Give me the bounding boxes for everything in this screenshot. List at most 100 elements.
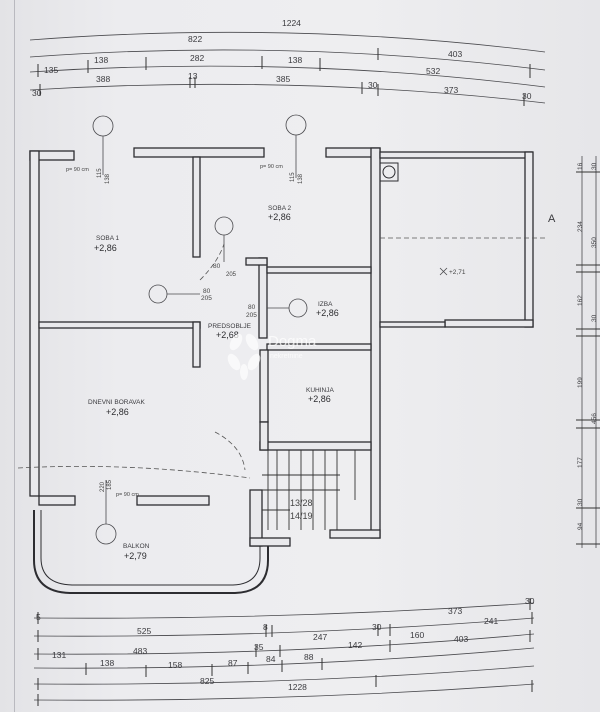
bottom-dim-line-1 <box>33 602 535 619</box>
window-marker-dnevni <box>95 523 117 545</box>
dim-right-30c: 30 <box>577 498 584 506</box>
top-dim-line-3 <box>29 65 546 88</box>
door-swing-3 <box>214 431 246 471</box>
dim-bot-88: 88 <box>304 652 314 662</box>
dim-bot-84: 84 <box>266 654 276 664</box>
dim-right-16: 16 <box>577 162 584 170</box>
top-dim-line-2 <box>29 49 546 71</box>
door-swing-dnevni <box>17 465 251 479</box>
door3-width: 80 <box>248 304 256 311</box>
dim-bot-825: 825 <box>200 676 214 686</box>
top-dim-line-4 <box>29 83 546 104</box>
dim-top-30b: 30 <box>368 80 378 90</box>
room-name-soba1: SOBA 1 <box>96 235 120 242</box>
dim-top-822: 822 <box>188 34 202 44</box>
dim-right-350: 350 <box>591 237 598 248</box>
dim-right-30a: 30 <box>591 162 598 170</box>
dim-top-1224: 1224 <box>282 18 301 28</box>
door3-height: 205 <box>246 312 257 319</box>
dim-bot-158: 158 <box>168 660 182 670</box>
room-level-soba1: +2,86 <box>94 243 117 253</box>
dim-bot-142: 142 <box>348 640 362 650</box>
section-label: A <box>548 213 556 225</box>
dim-bot-525: 525 <box>137 626 151 636</box>
bottom-dim-line-5 <box>33 665 535 685</box>
window-soba2-height: 138 <box>298 173 304 184</box>
window-marker-soba1 <box>92 115 114 137</box>
bottom-dim-line-6 <box>33 683 535 701</box>
dim-top-282: 282 <box>190 53 204 63</box>
window-soba2-sill: 115 <box>290 172 296 182</box>
bottom-dim-line-2 <box>33 617 535 637</box>
door-marker-1 <box>214 216 234 236</box>
dim-top-403: 403 <box>448 49 462 59</box>
room-level-soba2: +2,86 <box>268 212 291 222</box>
dim-top-385: 385 <box>276 74 290 84</box>
dim-bot-87: 87 <box>228 658 238 668</box>
window-soba1-height: 138 <box>105 173 111 184</box>
dim-bot-138: 138 <box>100 658 114 668</box>
room-name-soba2: SOBA 2 <box>268 205 292 212</box>
dim-top-30c: 30 <box>522 91 532 101</box>
door-marker-3 <box>288 298 308 318</box>
dim-top-138a: 138 <box>94 55 108 65</box>
room-level-kuhinja: +2,86 <box>308 394 331 404</box>
dim-right-177: 177 <box>577 457 584 468</box>
window-dnevni-a: 220 <box>100 481 106 492</box>
watermark-sub: nekretnine <box>270 353 303 360</box>
dim-bot-35: 35 <box>254 642 264 652</box>
dim-top-373: 373 <box>444 85 458 95</box>
dim-top-138b: 138 <box>288 55 302 65</box>
dim-top-13: 13 <box>188 71 198 81</box>
dim-bot-483: 483 <box>133 646 147 656</box>
balcony-outline <box>33 510 269 594</box>
room-name-predsoblje: PREDSOBLJE <box>208 323 252 330</box>
balcony-inner-outline <box>40 510 261 586</box>
window-note-soba2: p= 90 cm <box>260 164 283 170</box>
dim-bot-30b: 30 <box>372 622 382 632</box>
door-swing-1 <box>199 243 225 281</box>
dim-right-199: 199 <box>577 377 584 388</box>
dim-top-532: 532 <box>426 66 440 76</box>
dim-bot-1228: 1228 <box>288 682 307 692</box>
dim-right-162: 162 <box>577 295 584 306</box>
watermark: Dogma nekretnine <box>227 333 317 380</box>
room-level-balkon: +2,79 <box>124 551 147 561</box>
dim-bot-131: 131 <box>52 650 66 660</box>
right-dimensions: 16 30 234 350 162 30 199 177 456 30 94 <box>576 156 600 548</box>
window-soba1-sill: 115 <box>97 168 103 178</box>
dim-bot-373: 373 <box>448 606 462 616</box>
door-marker-2 <box>148 284 168 304</box>
top-dim-line-1 <box>29 31 546 53</box>
window-marker-soba2 <box>285 114 307 136</box>
stairs-label-a: 13/28 <box>290 498 313 508</box>
dim-top-30a: 30 <box>32 88 42 98</box>
level-right-space: +2,71 <box>449 269 466 276</box>
dim-bot-403: 403 <box>454 634 468 644</box>
bottom-dimensions: 5 373 30 525 8 247 30 241 483 35 142 160… <box>33 596 535 706</box>
room-name-kuhinja: KUHINJA <box>306 387 334 394</box>
dim-right-234: 234 <box>577 221 584 232</box>
dim-bot-241: 241 <box>484 616 498 626</box>
door2-width: 80 <box>203 288 211 295</box>
staircase <box>262 450 356 530</box>
room-name-izba: IZBA <box>318 301 333 308</box>
door1-height: 205 <box>226 272 237 278</box>
dim-right-456: 456 <box>591 413 598 424</box>
room-level-dnevni: +2,86 <box>106 407 129 417</box>
dim-top-388: 388 <box>96 74 110 84</box>
dim-bot-160: 160 <box>410 630 424 640</box>
door1-width: 80 <box>213 263 221 270</box>
right-annex: A +2,71 <box>379 151 556 328</box>
bottom-dim-line-4 <box>33 647 535 669</box>
walls <box>29 147 381 547</box>
watermark-brand: Dogma <box>268 333 317 350</box>
window-note-soba1: p= 90 cm <box>66 167 89 173</box>
window-note-dnevni: p= 90 cm <box>116 492 139 498</box>
dim-right-94: 94 <box>577 522 584 530</box>
dim-right-30b: 30 <box>591 314 598 322</box>
door2-height: 205 <box>201 295 212 302</box>
top-dimensions: 1224 822 403 135 138 282 138 532 30 388 … <box>29 18 546 106</box>
